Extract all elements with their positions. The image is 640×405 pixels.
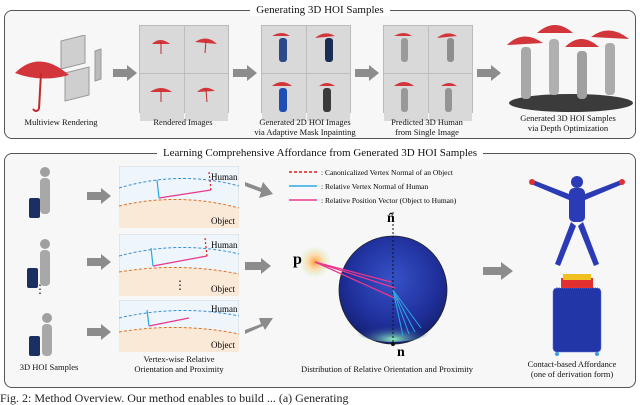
generating-panel-title: Generating 3D HOI Samples [5,4,635,16]
arrow-right-icon [87,324,111,340]
multiview-rendering-figure [15,35,102,112]
rendered-images-grid [139,25,229,121]
generated-2d-image [262,74,306,121]
learning-panel: Learning Comprehensive Affordance from G… [4,147,636,388]
hoi-sample [29,313,52,356]
figure-caption-fragment: Fig. 2: Method Overview. Our method enab… [0,391,349,405]
orientation-diagram: Human Object [119,300,239,352]
rendered-image [184,26,228,73]
arrow-right-icon [87,188,111,204]
generated-2d-image [262,26,306,73]
caption-affordance: Contact-based Affordance(one of derivati… [527,359,617,379]
caption-rendered: Rendered Images [153,117,213,127]
rendered-image [184,74,228,121]
diagram-ellipsis: ⋮ [174,278,186,292]
object-label: Object [211,340,235,350]
human-label: Human [211,172,238,182]
rendered-image [140,26,184,73]
generated-2d-image [306,74,350,121]
arrow-up-right-icon [245,318,273,334]
rendered-image [140,74,184,121]
caption-hoi-samples: 3D HOI Samples [19,362,79,372]
predicted-3d-image [384,74,428,121]
arrow-right-icon [113,65,137,81]
hoi-samples-figure [27,167,52,356]
n-label: n [397,345,405,360]
hoi-sample [29,167,50,218]
arrow-right-icon [477,65,501,81]
generating-panel: Generating 3D HOI Samples Multiview Rend… [4,4,636,139]
predicted-3d-image [384,26,428,73]
generated-2d-image [306,26,350,73]
predicted-3d-image [428,26,472,73]
vector-legend: : Canonicalized Vertex Normal of an Obje… [289,168,457,205]
samples-ellipsis: ⋮ [34,282,46,296]
object-label: Object [211,216,235,226]
arrow-right-icon [245,258,271,274]
legend-item: : Relative Vertex Normal of Human [321,182,428,191]
arrow-down-right-icon [245,182,273,198]
legend-item: : Canonicalized Vertex Normal of an Obje… [321,168,454,177]
affordance-figure [529,176,625,356]
generated-3d-samples-figure [507,25,633,112]
n-hat-label: n̂ [387,211,395,226]
object-label: Object [211,284,235,294]
orientation-diagram: Human Object [119,234,239,296]
caption-multiview: Multiview Rendering [24,117,98,127]
hoi-sample [27,239,50,288]
arrow-right-icon [483,262,513,280]
generated-2d-grid [261,25,351,121]
predicted-3d-grid [383,25,473,121]
human-label: Human [211,304,238,314]
legend-item: : Relative Position Vector (Object to Hu… [321,196,457,205]
orientation-diagram: Human Object [119,166,239,228]
arrow-right-icon [87,254,111,270]
learning-panel-title: Learning Comprehensive Affordance from G… [5,147,635,159]
orientation-sphere: n̂ p n [293,211,448,360]
arrow-right-icon [233,65,257,81]
human-label: Human [211,240,238,250]
arrow-right-icon [355,65,379,81]
p-label: p [293,251,302,268]
caption-distribution: Distribution of Relative Orientation and… [300,364,474,374]
predicted-3d-image [428,74,472,121]
